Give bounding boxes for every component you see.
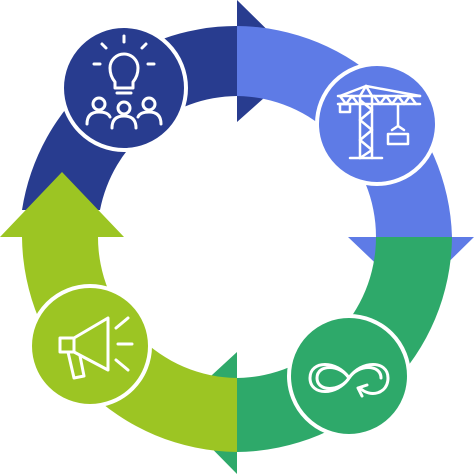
- stage-loop: [287, 314, 411, 438]
- megaphone-icon: [58, 316, 134, 380]
- stage-ideas: [60, 24, 188, 152]
- stage-build: [315, 62, 439, 186]
- stage-announce: [28, 284, 152, 408]
- crane-build-icon: [336, 84, 422, 160]
- build-circle: [315, 62, 439, 186]
- ideas-team-icon: [85, 34, 163, 130]
- infinity-loop-icon: [308, 363, 390, 398]
- announce-circle: [28, 284, 152, 408]
